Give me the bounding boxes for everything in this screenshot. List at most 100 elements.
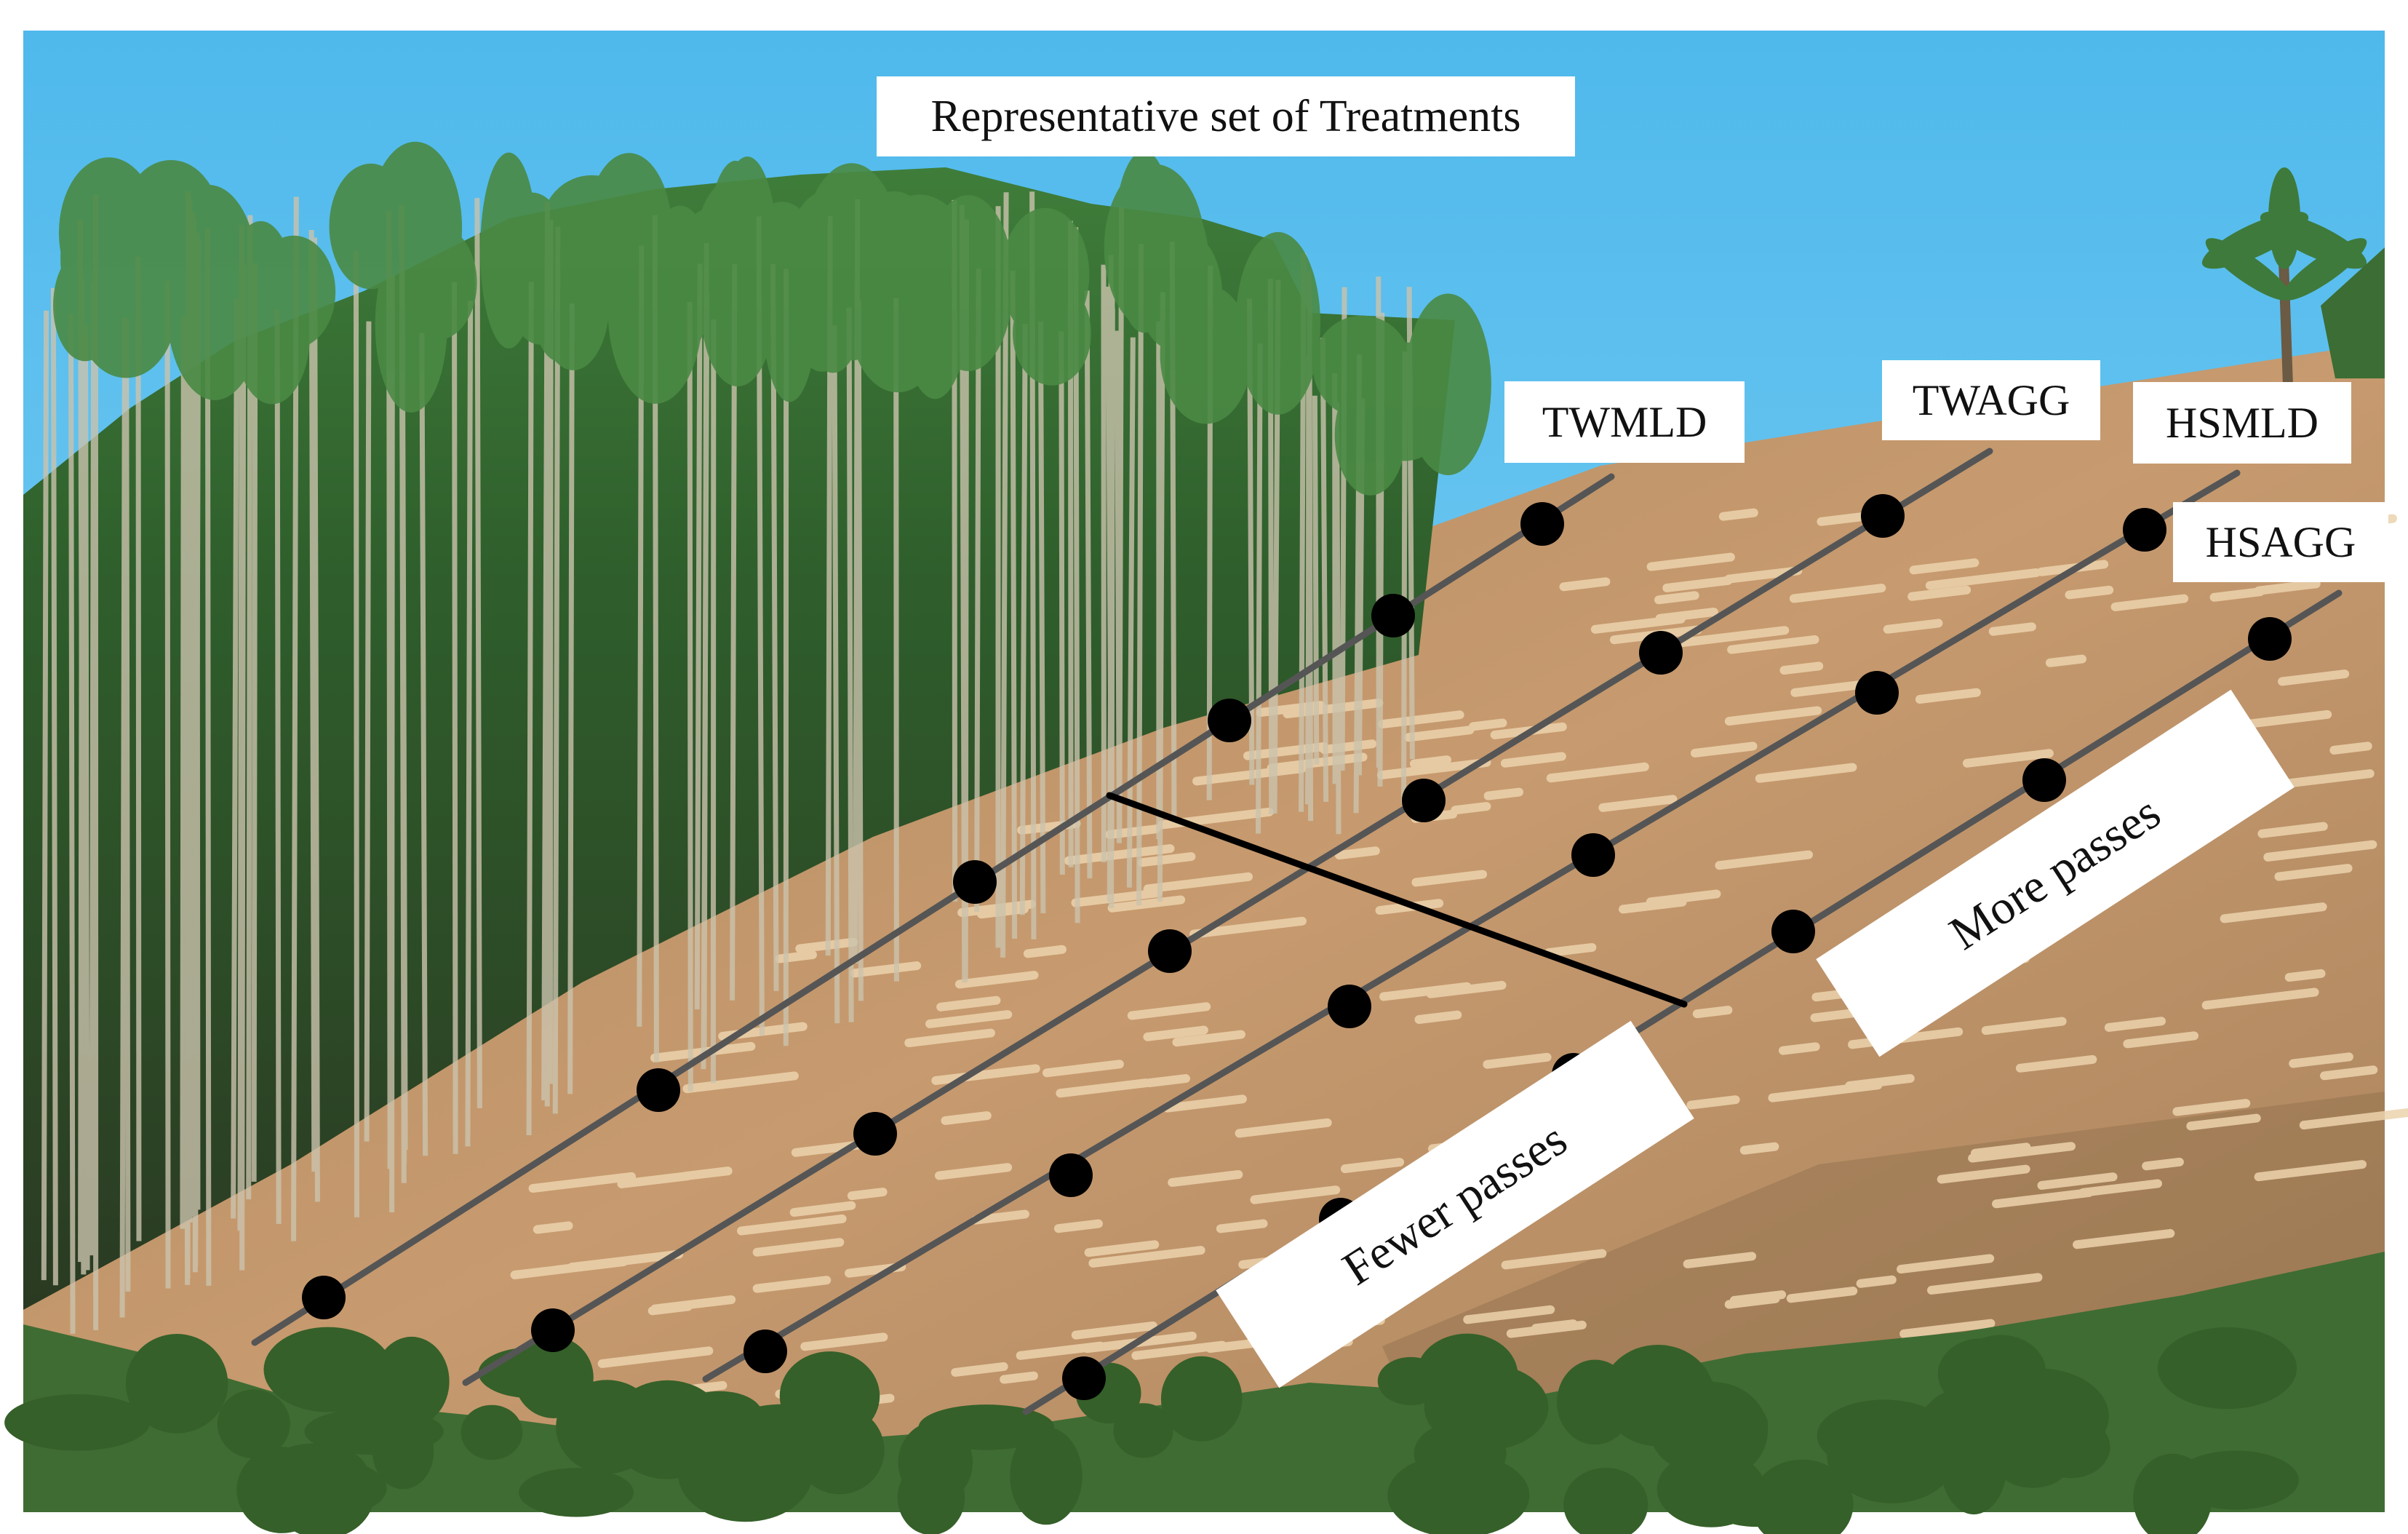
log-streak	[925, 1010, 1013, 1028]
bush	[556, 1380, 658, 1474]
log-streak	[1409, 755, 1452, 768]
log-streak	[1845, 1073, 1915, 1091]
log-streak	[682, 1167, 733, 1181]
log-streak	[934, 1163, 1013, 1180]
treatment-label-twmld: TWMLD	[1504, 381, 1745, 463]
log-streak	[2220, 902, 2327, 923]
tree-trunk	[552, 226, 561, 1114]
log-streak	[2274, 864, 2353, 881]
log-streak	[1163, 1094, 1247, 1113]
bush	[217, 1389, 290, 1459]
tree-trunk	[567, 303, 575, 1094]
sample-point	[302, 1276, 346, 1319]
log-streak	[2078, 1179, 2163, 1197]
tree-trunk	[1255, 343, 1263, 834]
log-streak	[970, 1209, 1029, 1225]
tree-trunk	[856, 301, 864, 1001]
sample-point	[953, 860, 997, 904]
bush	[271, 1450, 375, 1534]
bush	[1113, 1403, 1173, 1458]
sample-point	[2022, 758, 2066, 802]
log-streak	[1501, 1249, 1607, 1270]
tree-trunk	[68, 314, 76, 1334]
log-streak	[1483, 787, 1523, 800]
bush	[898, 1421, 973, 1503]
log-streak	[1192, 764, 1307, 786]
log-streak	[1724, 1294, 1780, 1309]
log-streak	[2186, 1113, 2261, 1131]
sample-point	[1861, 494, 1905, 538]
sample-point	[637, 1068, 680, 1112]
log-streak	[1899, 1319, 1996, 1338]
bush	[1827, 1407, 1957, 1503]
log-streak	[1915, 688, 1981, 704]
log-streak	[1755, 763, 1857, 783]
log-streak	[2263, 840, 2377, 862]
tree-trunk	[83, 325, 90, 1271]
log-streak	[847, 1188, 888, 1201]
bush	[461, 1404, 523, 1461]
log-streak	[597, 1346, 714, 1368]
log-streak	[2320, 1065, 2378, 1081]
log-streak	[1071, 888, 1163, 907]
tree-trunk	[547, 219, 554, 1084]
log-streak	[1378, 710, 1464, 729]
tree-crown	[906, 205, 997, 333]
treatment-label-hsmld: HSMLD	[2133, 382, 2351, 464]
log-streak	[1000, 1371, 1038, 1384]
bush	[1940, 1415, 2007, 1515]
log-streak	[931, 1064, 1040, 1085]
tree-trunk	[1312, 395, 1320, 765]
log-streak	[1463, 1305, 1555, 1324]
sample-point	[1639, 631, 1683, 675]
log-streak	[1546, 762, 1649, 783]
log-streak	[1143, 1025, 1208, 1041]
tree-trunk	[465, 301, 474, 1147]
log-streak	[752, 1238, 845, 1257]
log-streak	[1168, 1169, 1243, 1187]
log-streak	[1692, 1006, 1733, 1019]
tree-crowns	[53, 141, 1491, 496]
log-streak	[2104, 1017, 2166, 1032]
tree-trunk	[364, 321, 372, 1142]
log-streak	[1105, 824, 1160, 839]
log-streak	[2257, 822, 2328, 838]
log-streak	[789, 1201, 856, 1217]
log-streak	[2278, 669, 2350, 686]
tree-trunk	[1010, 270, 1018, 939]
log-streak	[850, 961, 922, 978]
palm-tree	[2201, 167, 2367, 386]
tree-trunk	[1037, 321, 1046, 914]
tree-trunk	[308, 230, 317, 1172]
treatment-line-twagg	[462, 448, 1993, 1386]
sample-point	[531, 1308, 575, 1352]
sample-point	[2248, 617, 2292, 661]
log-streak	[1088, 1246, 1205, 1268]
tree-crown	[783, 192, 861, 372]
sample-point	[1855, 671, 1899, 715]
log-streak	[1084, 1240, 1160, 1257]
bush	[125, 1334, 228, 1434]
sample-point	[1571, 833, 1615, 877]
log-streak	[1143, 872, 1253, 894]
log-streak	[800, 1332, 888, 1351]
tree-trunk	[193, 239, 202, 1266]
log-streak	[954, 971, 1039, 989]
log-streak	[1937, 1164, 2030, 1184]
bush	[1563, 1468, 1648, 1534]
log-streak	[1483, 1052, 1552, 1069]
tree-trunk	[1117, 207, 1125, 837]
log-streak	[1320, 739, 1377, 755]
treatment-label-hsagg: HSAGG	[2173, 502, 2388, 582]
log-streak	[1137, 852, 1196, 867]
log-streak	[1411, 870, 1488, 887]
sample-point	[1371, 594, 1415, 637]
tree-trunk	[1084, 290, 1093, 879]
log-streak	[1414, 1010, 1462, 1024]
sample-point	[1771, 910, 1815, 953]
treatment-label-twagg: TWAGG	[1882, 360, 2100, 440]
bush	[1996, 1442, 2069, 1488]
sample-point	[1049, 1153, 1093, 1197]
log-streak	[1172, 1030, 1245, 1047]
tree-trunk	[164, 280, 171, 1289]
